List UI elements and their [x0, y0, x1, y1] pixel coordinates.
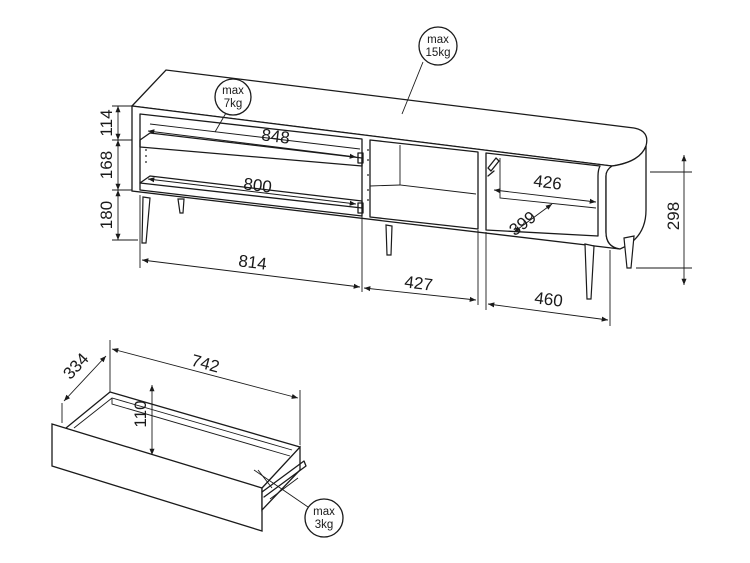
leg-front-right: [584, 243, 595, 300]
hinge-icon: [487, 170, 495, 177]
inner-back-edge: [369, 184, 401, 187]
cabinet-dimensions: 114 168 180 848 800 426 399 814 427 460 …: [97, 105, 692, 326]
dim-width-middle: 427: [403, 272, 433, 294]
load-badge-top: max 15kg: [401, 26, 458, 115]
drawer: [51, 391, 307, 532]
dim-height-legs: 180: [97, 201, 116, 229]
cabinet-side: [605, 145, 647, 250]
compartment-middle: [369, 139, 479, 230]
dim-shelf-right: 426: [532, 171, 562, 193]
drawer-runner: [261, 460, 307, 498]
load-drawer-line1: max: [313, 506, 335, 518]
hinge-icon: [487, 157, 500, 172]
load-shelf-line1: max: [222, 85, 244, 97]
dim-shelf-top: 848: [260, 125, 290, 147]
dim-drawer-depth: 334: [59, 349, 92, 383]
leg-back-left: [177, 198, 185, 214]
compartment-right: [485, 152, 601, 237]
dim-width-left: 814: [237, 251, 267, 273]
dim-shelf-bottom: 800: [242, 174, 272, 196]
load-badge-drawer: max 3kg: [253, 469, 344, 538]
load-drawer-line2: 3kg: [315, 519, 334, 531]
shelf-pin-holes: [145, 149, 369, 201]
load-shelf-line2: 7kg: [224, 98, 243, 110]
load-badge-shelf: max 7kg: [214, 78, 252, 133]
dim-drawer-height: 110: [131, 400, 150, 427]
dim-height-middle: 168: [97, 151, 116, 179]
bracket-icon: [357, 202, 364, 214]
load-top-line2: 15kg: [426, 47, 451, 59]
leg-front-left: [141, 196, 151, 244]
leg-middle: [385, 224, 393, 256]
dim-drawer-width: 742: [189, 351, 221, 377]
tv-cabinet: [130, 69, 648, 300]
dim-total-height: 298: [664, 202, 683, 230]
bracket-icon: [357, 152, 364, 164]
dim-height-top: 114: [97, 109, 116, 136]
load-top-line1: max: [427, 34, 449, 46]
leg-back-right: [623, 235, 635, 269]
drawer-front: [51, 423, 263, 532]
dim-width-right: 460: [533, 288, 563, 310]
